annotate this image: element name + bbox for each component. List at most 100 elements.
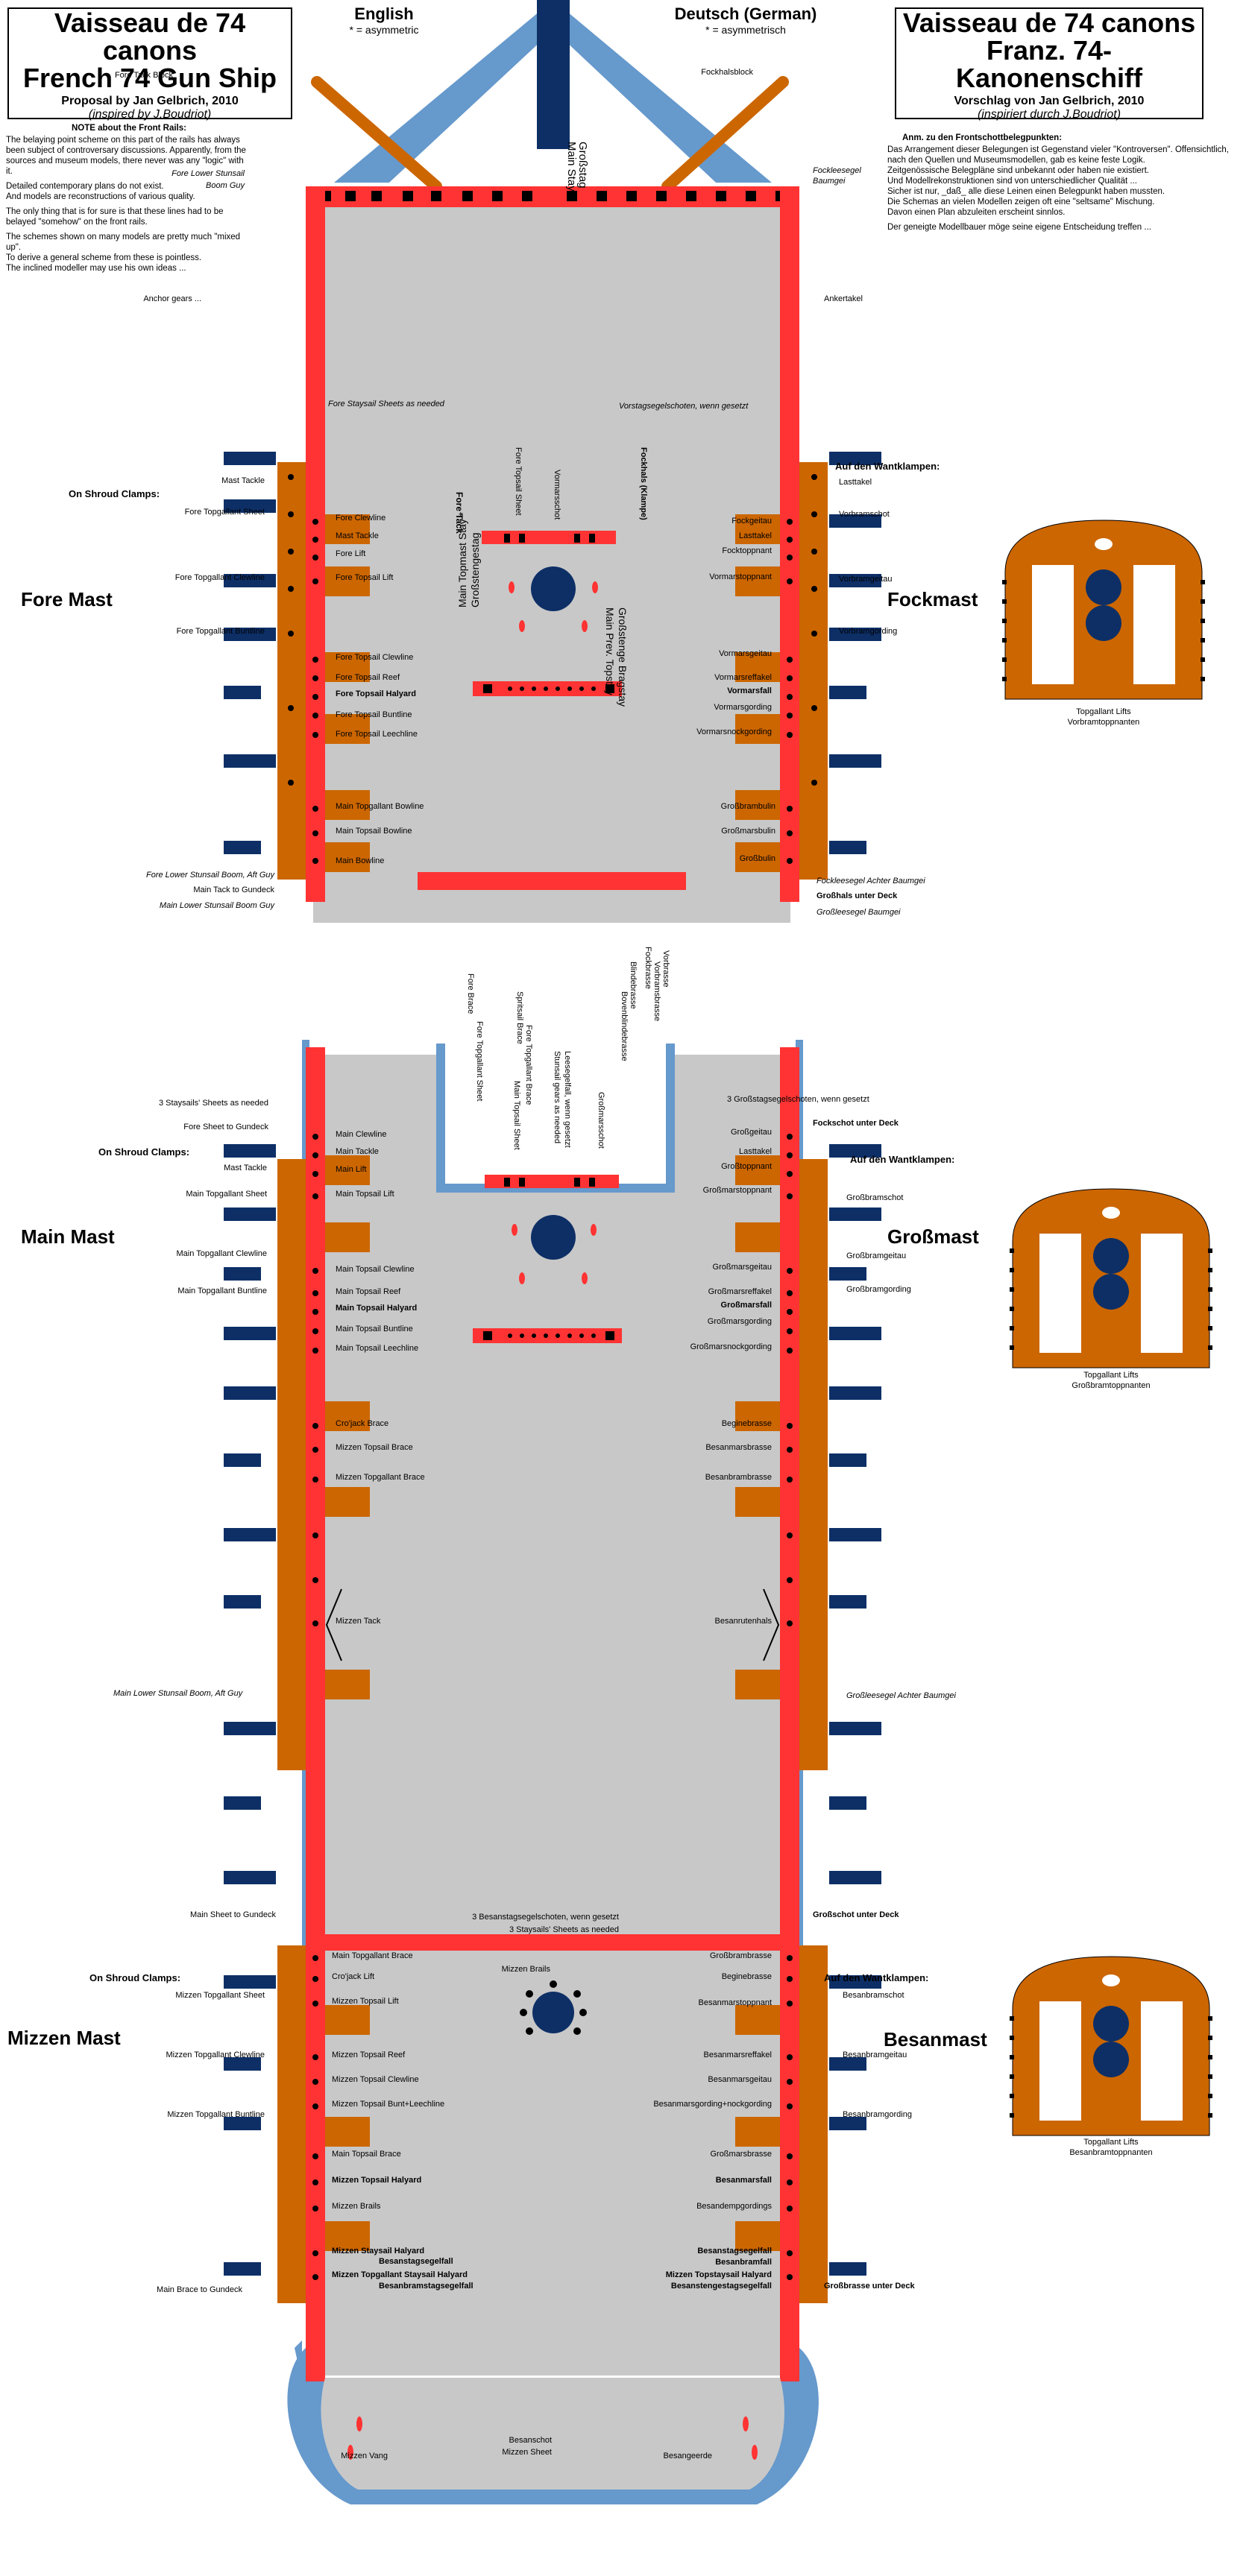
belaying-label: Boom Guy (206, 181, 245, 190)
belaying-label: Cro'jack Brace (336, 1419, 388, 1428)
main-port-rail (306, 1047, 325, 1949)
mizzen-mast-heading-de: Besanmast (884, 2028, 987, 2051)
belaying-label: Fore Topgallant Sheet (475, 1021, 484, 1101)
belaying-label: Fockleesegel Achter Baumgei (816, 877, 925, 886)
belaying-label: Fore Clewline (336, 514, 386, 523)
belaying-label: Baumgei (813, 177, 846, 186)
belaying-label: Großleesegel Achter Baumgei (846, 1691, 956, 1700)
belaying-label: On Shroud Clamps: (69, 488, 160, 499)
belaying-label: Main Topgallant Sheet (186, 1190, 267, 1199)
belaying-label: Main Bowline (336, 856, 384, 865)
title-line1-de: Vaisseau de 74 canons (902, 7, 1196, 38)
belaying-label: Main Topsail Brace (332, 2150, 401, 2159)
fore-port-channels (224, 452, 306, 880)
belaying-label: Vorbramgording (839, 627, 897, 636)
note-line: Detailed contemporary plans do not exist… (6, 182, 164, 191)
belaying-label: Besanbramschot (843, 1991, 904, 2000)
belaying-label: Mast Tackle (336, 531, 379, 540)
fore-inner-bitts (325, 514, 780, 872)
belaying-label: Fore Tack Block (115, 71, 174, 80)
main-fife-rail-rear-pins (483, 1331, 614, 1340)
belaying-label: Main Topgallant Brace (332, 1951, 413, 1960)
belaying-label: Fore Topgallant Clewline (175, 573, 265, 582)
mizzen-inner-bitts (325, 2005, 780, 2251)
main-starboard-rail (780, 1047, 799, 1949)
belaying-label: Main Topgallant Bowline (336, 802, 424, 811)
belaying-label: Lasttakel (839, 478, 872, 487)
belaying-label: Großbramschot (846, 1193, 903, 1202)
belaying-label: Auf den Wantklampen: (850, 1154, 954, 1165)
belaying-label: Vormarstoppnant (709, 572, 772, 581)
belaying-label: Großtoppnant (721, 1162, 772, 1171)
main-port-bracket (325, 1588, 342, 1661)
belaying-label: Besanmarsgording+nockgording (653, 2100, 772, 2109)
belaying-label: Fockbrasse (644, 947, 652, 989)
belaying-label: Fore Topsail Lift (336, 573, 393, 582)
belaying-label: Großmarsgeitau (713, 1263, 772, 1272)
belaying-label: Fore Topsail Halyard (336, 689, 416, 698)
main-hatch-opening (445, 1044, 666, 1184)
belaying-label: Besanbrambrasse (705, 1473, 772, 1482)
note-heading-en: NOTE about the Front Rails: (72, 124, 186, 133)
mizzen-lifts-caption-de: Besanbramtoppnanten (1069, 2148, 1152, 2157)
main-mast-step (531, 1215, 576, 1260)
title-line2-en: French 74 Gun Ship (22, 63, 277, 93)
belaying-label: Vormarsnockgording (696, 727, 772, 736)
note-line: Der geneigte Modellbauer möge seine eige… (887, 223, 1151, 232)
belaying-label: Vormarsreffakel (714, 673, 772, 682)
belaying-label: Großbramgording (846, 1285, 911, 1294)
belaying-label: Mizzen Topsail Clewline (332, 2075, 419, 2084)
belaying-label: Main Topgallant Clewline (177, 1249, 267, 1258)
belaying-label: Main Topsail Clewline (336, 1265, 415, 1274)
belaying-label: Besanmarstoppnant (699, 1998, 772, 2007)
belaying-label: Großmarsschot (597, 1092, 605, 1149)
note-line: The belaying point scheme on this part o… (6, 136, 246, 176)
belaying-label: Fockgeitau (731, 517, 772, 525)
note-heading-de: Anm. zu den Frontschottbelegpunkten: (902, 133, 1063, 142)
belaying-label: Spritsail Brace (515, 991, 524, 1044)
belaying-label: Mizzen Topsail Brace (336, 1443, 413, 1452)
belaying-label: Main Topsail Lift (336, 1190, 394, 1199)
mizzen-starboard-channels (799, 1945, 881, 2303)
belaying-label: Fockhalsblock (701, 68, 753, 77)
belaying-label: Großmarsfall (721, 1301, 772, 1310)
note-line: Das Arrangement dieser Belegungen ist Ge… (887, 145, 1229, 165)
belaying-label: Besanrutenhals (715, 1617, 773, 1626)
belaying-label: Mizzen Topsail Reef (332, 2051, 406, 2059)
topgallant-lift-diagram (1010, 1956, 1212, 2136)
belaying-label: Fore Topsail Leechline (336, 730, 418, 739)
belaying-label: Mizzen Brails (502, 1965, 551, 1974)
fore-lifts-caption-en: Topgallant Lifts (1076, 707, 1131, 716)
belaying-label: Main Lift (336, 1165, 367, 1174)
belaying-label: Mizzen Topgallant Brace (336, 1473, 425, 1482)
fore-rear-rail (418, 872, 686, 890)
mizzen-mast-ring-pins (520, 1980, 587, 2035)
belaying-label: Mizzen Topgallant Staysail Halyard (332, 2270, 468, 2279)
belaying-label: 3 Besanstagsegelschoten, wenn gesetzt (472, 1913, 619, 1922)
main-mast-heading-en: Main Mast (21, 1225, 115, 1248)
main-aft-rail (306, 1934, 799, 1951)
belaying-label: Fore Brace (466, 973, 475, 1014)
belaying-label: Main Prev. Topstay (604, 607, 616, 695)
belaying-label: Vormarsfall (727, 686, 772, 695)
note-line: The inclined modeller may use his own id… (6, 264, 186, 273)
main-lifts-caption-de: Großbramtoppnanten (1072, 1381, 1150, 1390)
belaying-label: Mizzen Vang (341, 2452, 388, 2460)
stern-kevels (347, 2416, 758, 2460)
title-line2-de: Franz. 74-Kanonenschiff (955, 35, 1142, 93)
main-starboard-channels (799, 1144, 881, 1884)
topgallant-lift-diagram (1010, 1188, 1212, 1368)
belaying-label: Mizzen Staysail Halyard (332, 2247, 424, 2255)
belaying-label: Besanstagsegelfall (697, 2247, 772, 2255)
fore-mast-kevels (509, 581, 598, 632)
belaying-label: Stunsail gears as needed (553, 1051, 561, 1143)
belaying-label: Mizzen Sheet (502, 2448, 552, 2457)
belaying-label: Mizzen Topgallant Clewline (166, 2051, 265, 2059)
belaying-label: Auf den Wantklampen: (824, 1972, 928, 1983)
title-line4-de: (inspiriert durch J.Boudriot) (977, 108, 1121, 121)
belaying-label: Großmarsgording (708, 1317, 772, 1326)
belaying-label: Ankertakel (824, 294, 863, 303)
note-line: Davon einen Plan abzuleiten erscheint si… (887, 208, 1066, 217)
